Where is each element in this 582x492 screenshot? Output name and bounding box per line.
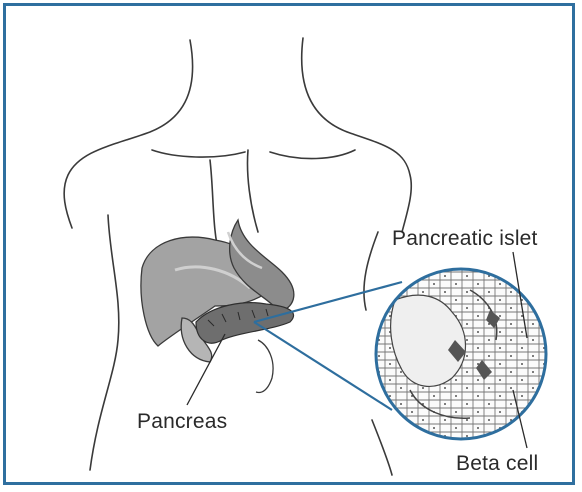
kidney-right	[256, 340, 273, 392]
pancreas-label: Pancreas	[137, 410, 227, 434]
pancreatic-islet-label: Pancreatic islet	[392, 227, 538, 251]
zoom-circle	[370, 264, 552, 446]
beta-cell-label: Beta cell	[456, 452, 538, 476]
